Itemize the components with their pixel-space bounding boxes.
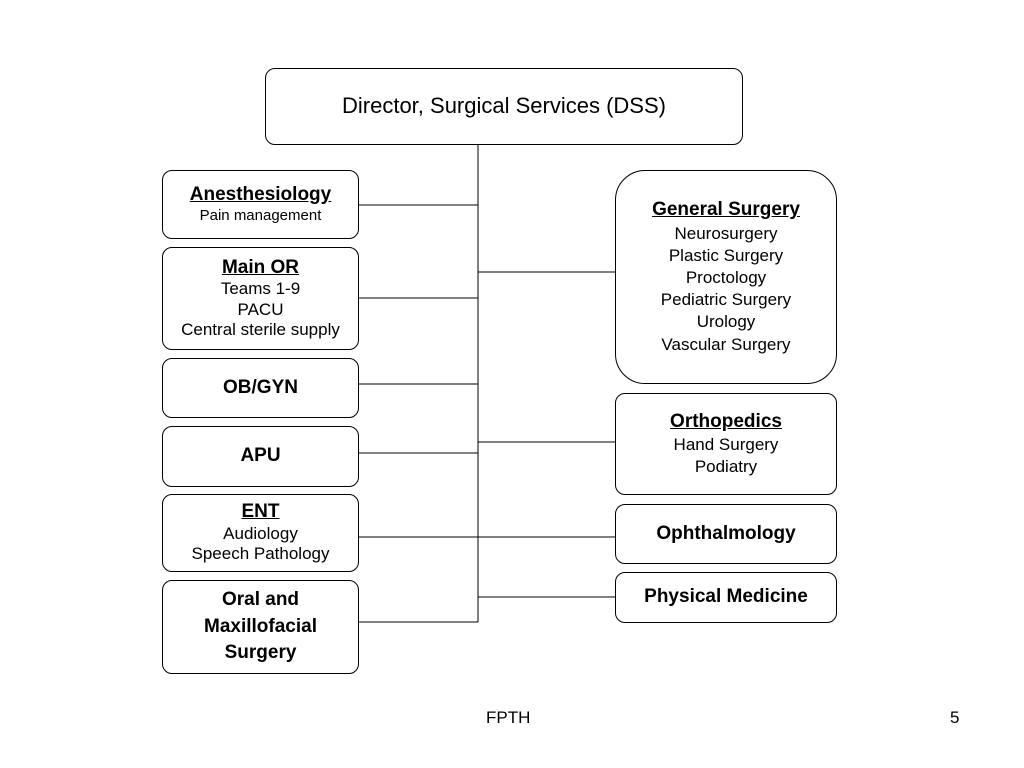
orthopedics-item: Hand Surgery <box>673 435 779 455</box>
ophthalmology-title: Ophthalmology <box>656 522 796 544</box>
director-box: Director, Surgical Services (DSS) <box>265 68 743 145</box>
physical-medicine-title: Physical Medicine <box>644 586 808 608</box>
main-or-title: Main OR <box>221 256 300 278</box>
general-surgery-item: Plastic Surgery <box>668 246 784 266</box>
ent-item: Audiology <box>223 524 298 543</box>
general-surgery-item: Proctology <box>685 268 767 288</box>
main-or-box: Main OR Teams 1-9 PACU Central sterile s… <box>162 247 359 350</box>
orthopedics-title: Orthopedics <box>670 410 782 432</box>
oral-maxillofacial-box: Oral and Maxillofacial Surgery <box>162 580 359 674</box>
footer-label: FPTH <box>486 708 531 727</box>
general-surgery-item: Neurosurgery <box>674 224 778 244</box>
ent-title: ENT <box>241 501 280 523</box>
general-surgery-item: Vascular Surgery <box>661 334 791 354</box>
anesthesiology-box: Anesthesiology Pain management <box>162 170 359 239</box>
obgyn-box: OB/GYN <box>162 358 359 418</box>
apu-box: APU <box>162 426 359 487</box>
oral-maxillofacial-title-line: Surgery <box>224 642 297 664</box>
oral-maxillofacial-title-line: Maxillofacial <box>204 615 317 637</box>
anesthesiology-item: Pain management <box>199 206 322 224</box>
main-or-item: PACU <box>237 299 284 319</box>
oral-maxillofacial-title-line: Oral and <box>221 589 300 611</box>
general-surgery-title: General Surgery <box>652 199 800 221</box>
obgyn-title: OB/GYN <box>223 376 298 398</box>
general-surgery-item: Urology <box>696 312 756 332</box>
orthopedics-box: Orthopedics Hand Surgery Podiatry <box>615 393 837 495</box>
main-or-item: Teams 1-9 <box>220 279 301 299</box>
anesthesiology-title: Anesthesiology <box>189 184 332 206</box>
ophthalmology-box: Ophthalmology <box>615 504 837 564</box>
general-surgery-item: Pediatric Surgery <box>660 290 792 310</box>
orthopedics-item: Podiatry <box>694 457 758 477</box>
page-number: 5 <box>950 708 960 727</box>
ent-item: Speech Pathology <box>191 544 330 564</box>
apu-title: APU <box>240 445 281 467</box>
ent-box: ENT Audiology Speech Pathology <box>162 494 359 572</box>
general-surgery-box: General Surgery Neurosurgery Plastic Sur… <box>615 170 837 384</box>
director-title: Director, Surgical Services (DSS) <box>342 93 666 119</box>
physical-medicine-box: Physical Medicine <box>615 572 837 623</box>
main-or-item: Central sterile supply <box>181 320 340 340</box>
